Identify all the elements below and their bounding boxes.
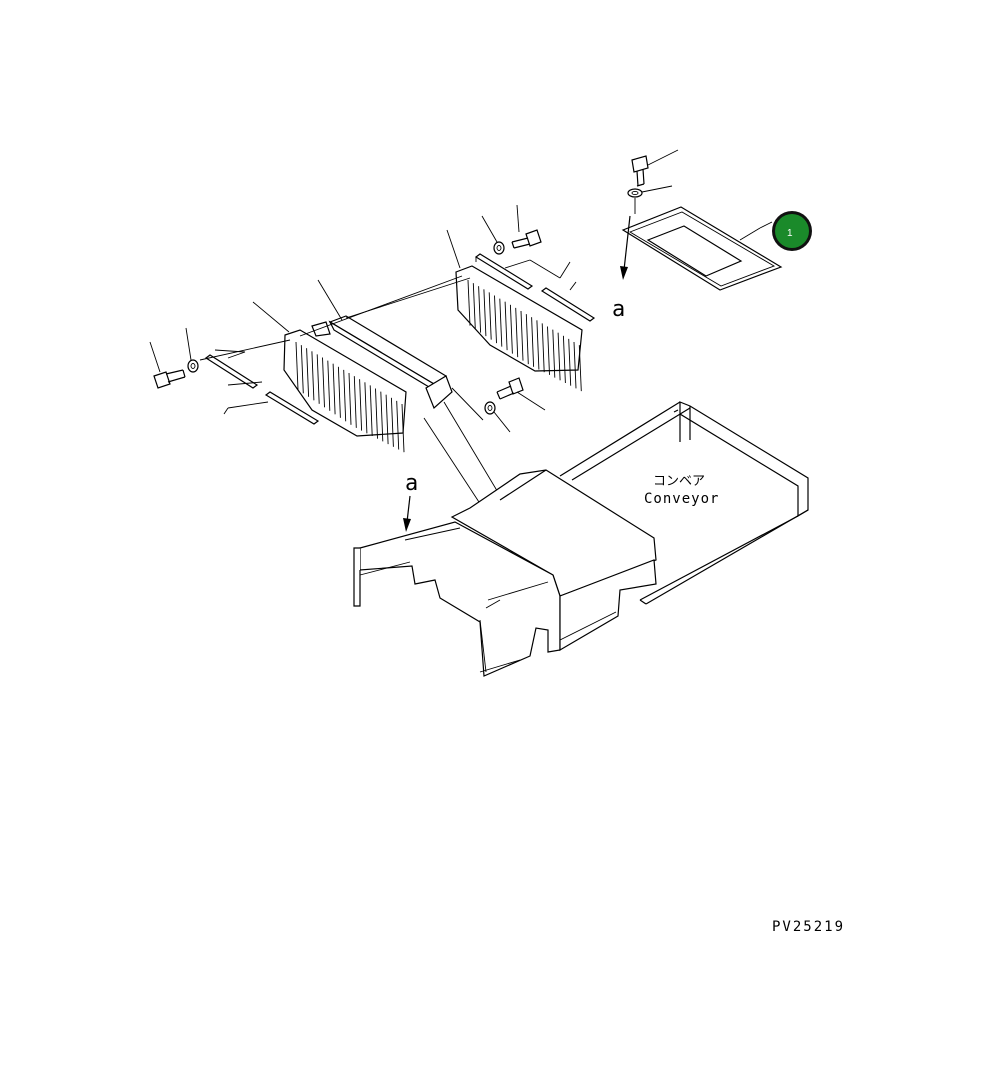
louver-slat: [562, 335, 566, 384]
top-bolt: [631, 149, 679, 187]
louver-slat: [343, 369, 347, 422]
louver-slat: [536, 320, 540, 370]
louver-slat: [337, 366, 341, 418]
view-marker-a-top: a: [612, 297, 625, 322]
lower-bolt-assembly: [484, 377, 546, 433]
louver-slat: [525, 314, 529, 365]
drawing-code: PV25219: [772, 919, 845, 935]
left-lower-strip: [223, 391, 320, 425]
louver-slat: [311, 351, 315, 401]
right-upper-strip: [474, 253, 571, 290]
louver-slat: [375, 388, 378, 439]
left-bolt: [149, 341, 186, 389]
view-marker-a-bottom: a: [405, 471, 418, 496]
left-guard-assembly: [149, 301, 407, 453]
cover-plate-assembly: a: [612, 149, 783, 322]
callout-number: 1: [787, 228, 793, 239]
louver-slat: [531, 317, 535, 367]
louver-slat: [322, 357, 325, 408]
cover-plate: [621, 206, 783, 291]
louver-slat: [472, 283, 476, 330]
louver-slat: [359, 379, 363, 431]
louver-slat: [509, 304, 513, 354]
conveyor-label-jp: コンベア: [653, 474, 705, 489]
right-lower-strip: [540, 281, 596, 322]
conveyor-frame: [353, 401, 809, 677]
louver-slat: [316, 354, 320, 404]
louver-slat: [364, 382, 368, 434]
louver-slat: [401, 403, 405, 453]
louver-slat: [295, 341, 299, 390]
louver-slat: [552, 329, 556, 378]
right-guard-assembly: [446, 204, 596, 392]
louver-slat: [515, 307, 519, 358]
louver-slat: [396, 400, 400, 450]
left-washer: [185, 327, 199, 373]
louver-slat: [369, 385, 373, 437]
right-washer: [481, 215, 505, 255]
louver-slat: [332, 363, 336, 415]
louver-slat: [568, 338, 572, 386]
right-louver-panel: [446, 229, 583, 392]
left-louver-panel: [252, 301, 407, 453]
louver-slat: [385, 394, 389, 445]
louver-slat: [578, 345, 582, 392]
louver-slat: [504, 301, 508, 351]
louver-slat: [483, 289, 487, 337]
left-upper-strip: [204, 349, 263, 389]
louver-slat: [488, 292, 492, 340]
louver-slat: [353, 376, 357, 428]
louver-slat: [547, 326, 550, 375]
arrow-to-view-a: [620, 215, 631, 280]
louver-slat: [520, 310, 524, 361]
louver-slat: [300, 345, 304, 394]
louver-slat: [499, 298, 503, 347]
louver-slat: [573, 341, 577, 389]
top-washer: [627, 185, 673, 214]
louver-slat: [380, 391, 384, 442]
louver-slat: [467, 279, 471, 326]
view-marker-a-bottom-group: a: [403, 471, 418, 532]
louver-slat: [348, 372, 352, 425]
louver-slat: [494, 295, 497, 344]
conveyor-label-en: Conveyor: [644, 491, 719, 507]
right-bolt: [511, 204, 542, 249]
louver-slat: [541, 323, 545, 373]
callout-badge[interactable]: 1: [772, 211, 812, 251]
louver-slat: [306, 348, 310, 397]
louver-slat: [327, 360, 331, 411]
louver-slat: [478, 286, 482, 333]
louver-slat: [390, 397, 394, 447]
center-bracket: [199, 275, 549, 581]
louver-slat: [557, 332, 561, 381]
